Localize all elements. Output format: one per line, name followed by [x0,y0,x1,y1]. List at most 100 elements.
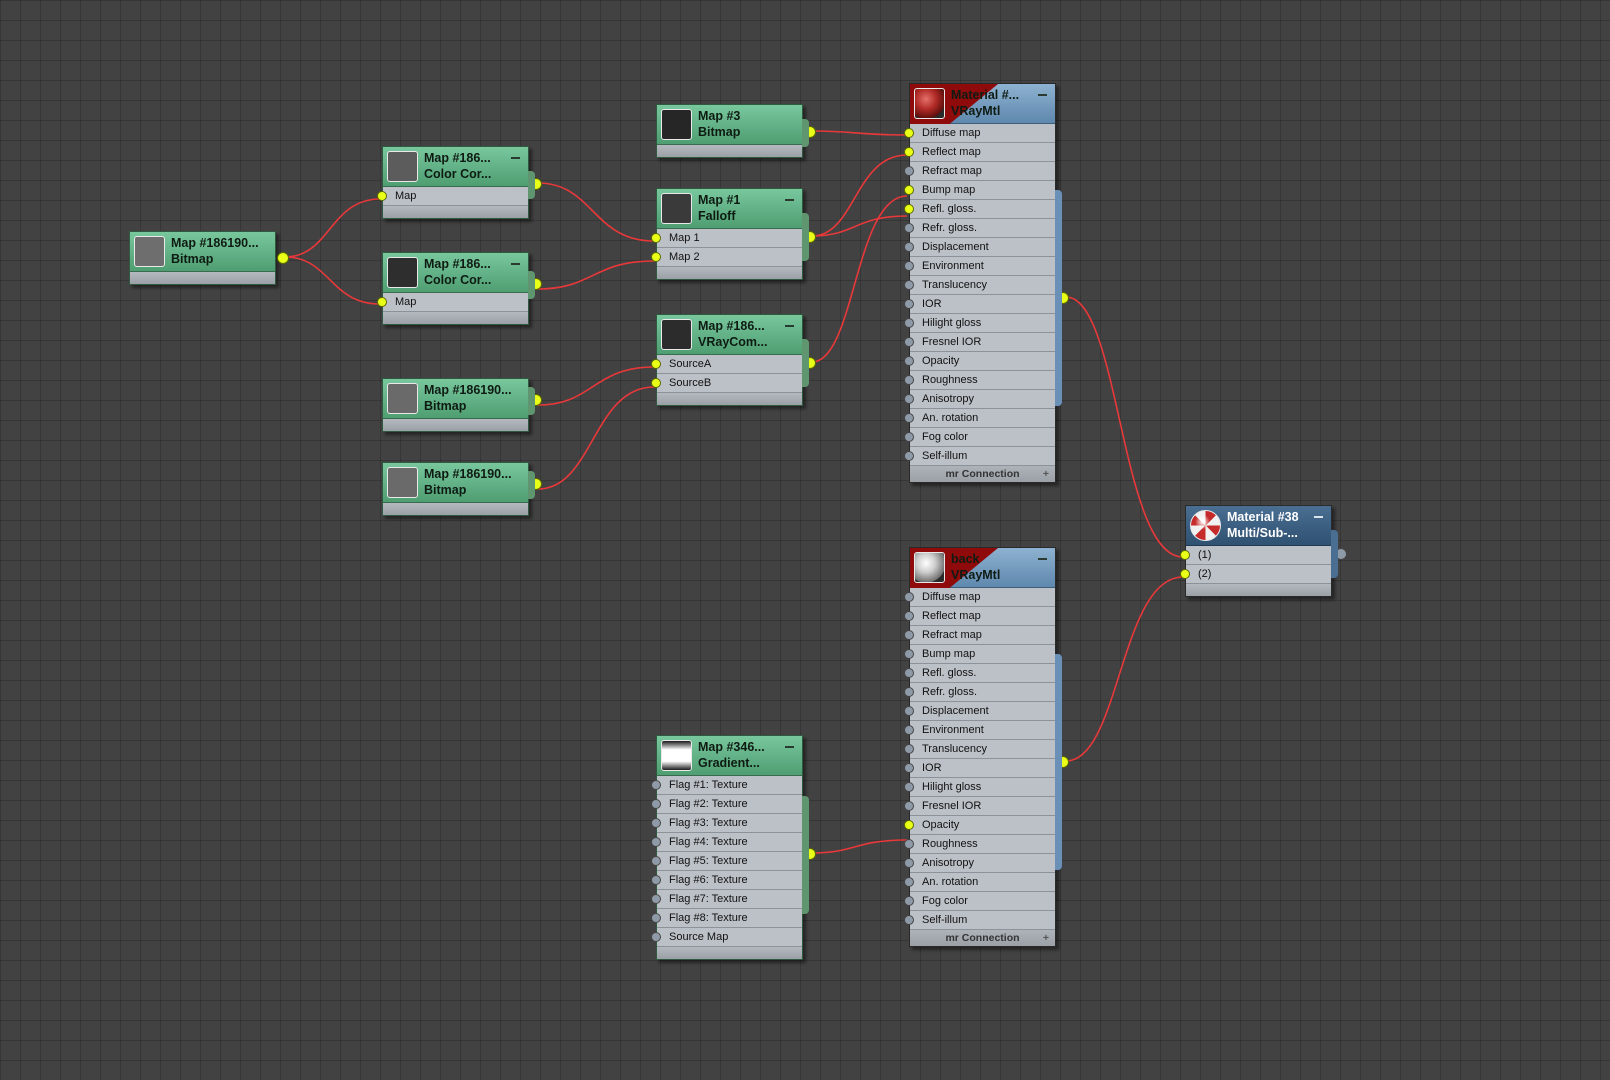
input-port[interactable] [904,337,914,347]
slot-row[interactable]: Map [377,187,528,206]
slot-row[interactable]: Fog color [904,428,1055,447]
slot-row[interactable]: Roughness [904,835,1055,854]
input-port[interactable] [904,782,914,792]
vraymtl-node-1[interactable]: Material #...VRayMtl Diffuse map Reflect… [904,83,1069,483]
node-header[interactable]: Material #...VRayMtl [910,84,1055,124]
input-port[interactable] [651,378,661,388]
slot-row[interactable]: An. rotation [904,873,1055,892]
input-port[interactable] [904,858,914,868]
slot-row[interactable]: Anisotropy [904,854,1055,873]
node-header[interactable]: Map #186...Color Cor... [383,253,528,293]
input-port[interactable] [904,896,914,906]
expand-icon[interactable]: + [1042,932,1049,944]
slot-row[interactable]: Opacity [904,816,1055,835]
input-port[interactable] [904,280,914,290]
slot-row[interactable]: Refl. gloss. [904,200,1055,219]
slot-row[interactable]: SourceA [651,355,802,374]
node-header[interactable]: Map #186...VRayCom... [657,315,802,355]
input-port[interactable] [904,451,914,461]
node-header[interactable]: Map #346...Gradient... [657,736,802,776]
collapse-icon[interactable] [1314,516,1323,518]
slot-row[interactable]: Flag #1: Texture [651,776,802,795]
input-port[interactable] [904,687,914,697]
node-header[interactable]: Map #186190...Bitmap [383,463,528,503]
collapse-icon[interactable] [1038,94,1047,96]
slot-row[interactable]: Fog color [904,892,1055,911]
slot-row[interactable]: Flag #7: Texture [651,890,802,909]
slot-row[interactable]: SourceB [651,374,802,393]
vraycomptex-node[interactable]: Map #186...VRayCom... SourceA SourceB [651,314,816,406]
input-port[interactable] [904,744,914,754]
slot-row[interactable]: Anisotropy [904,390,1055,409]
slot-row[interactable]: Reflect map [904,607,1055,626]
input-port[interactable] [651,233,661,243]
gradient-node[interactable]: Map #346...Gradient... Flag #1: Texture … [651,735,816,960]
slot-row[interactable]: Translucency [904,740,1055,759]
slot-row[interactable]: Displacement [904,702,1055,721]
input-port[interactable] [651,894,661,904]
input-port[interactable] [904,432,914,442]
input-port[interactable] [651,913,661,923]
input-port[interactable] [1180,550,1190,560]
output-port[interactable] [277,252,289,264]
slot-row[interactable]: Refl. gloss. [904,664,1055,683]
slot-row[interactable]: (2) [1180,565,1331,584]
input-port[interactable] [904,801,914,811]
input-port[interactable] [904,820,914,830]
slot-row[interactable]: Refr. gloss. [904,683,1055,702]
mr-connection-rollout[interactable]: mr Connection + [910,466,1055,482]
input-port[interactable] [904,706,914,716]
node-header[interactable]: Map #186...Color Cor... [383,147,528,187]
collapse-icon[interactable] [511,157,520,159]
collapse-icon[interactable] [785,746,794,748]
input-port[interactable] [904,839,914,849]
slot-row[interactable]: Refract map [904,626,1055,645]
slot-row[interactable]: Bump map [904,645,1055,664]
slot-row[interactable]: Hilight gloss [904,314,1055,333]
node-header[interactable]: Map #186190...Bitmap [130,232,275,272]
input-port[interactable] [904,394,914,404]
slot-row[interactable]: Self-illum [904,447,1055,466]
input-port[interactable] [651,252,661,262]
slot-row[interactable]: Self-illum [904,911,1055,930]
slot-row[interactable]: Refract map [904,162,1055,181]
input-port[interactable] [904,147,914,157]
input-port[interactable] [651,359,661,369]
slot-row[interactable]: Flag #3: Texture [651,814,802,833]
collapse-icon[interactable] [785,325,794,327]
input-port[interactable] [904,668,914,678]
input-port[interactable] [904,725,914,735]
slot-row[interactable]: IOR [904,759,1055,778]
input-port[interactable] [904,128,914,138]
slot-row[interactable]: Reflect map [904,143,1055,162]
slot-row[interactable]: Map 2 [651,248,802,267]
slot-row[interactable]: Flag #5: Texture [651,852,802,871]
slot-row[interactable]: Flag #6: Texture [651,871,802,890]
input-port[interactable] [904,204,914,214]
slot-row[interactable]: Map 1 [651,229,802,248]
input-port[interactable] [651,799,661,809]
input-port[interactable] [904,611,914,621]
slot-row[interactable]: Hilight gloss [904,778,1055,797]
input-port[interactable] [904,915,914,925]
slot-row[interactable]: Map [377,293,528,312]
input-port[interactable] [904,261,914,271]
slot-row[interactable]: Bump map [904,181,1055,200]
input-port[interactable] [904,877,914,887]
slot-row[interactable]: Diffuse map [904,124,1055,143]
expand-icon[interactable]: + [1042,468,1049,480]
slot-row[interactable]: Environment [904,257,1055,276]
bitmap-root-node[interactable]: Map #186190...Bitmap [129,231,289,285]
slot-row[interactable]: Diffuse map [904,588,1055,607]
input-port[interactable] [904,630,914,640]
bitmap-node-2[interactable]: Map #186190...Bitmap [382,378,542,432]
collapse-icon[interactable] [785,199,794,201]
input-port[interactable] [904,242,914,252]
input-port[interactable] [377,191,387,201]
color-correction-node-2[interactable]: Map #186...Color Cor... Map [377,252,542,325]
slot-row[interactable]: Fresnel IOR [904,797,1055,816]
